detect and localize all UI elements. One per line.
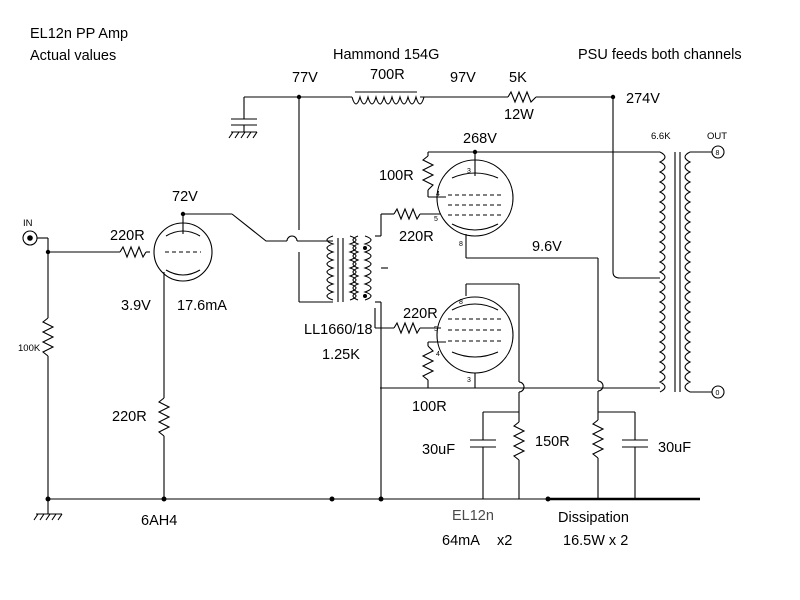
- interstage-transformer-impedance: 1.25K: [322, 347, 360, 363]
- psu-resistor-power: 12W: [504, 107, 534, 123]
- output-label: OUT: [707, 131, 727, 142]
- psu-mid-voltage: 97V: [450, 70, 476, 86]
- input-label: IN: [23, 218, 33, 229]
- output-tap-hi-label: 8: [716, 150, 720, 157]
- output-tube-label: EL12n: [452, 508, 494, 524]
- ground-bus: [45, 496, 700, 502]
- driver-cathode-resistor-label: 220R: [112, 409, 147, 425]
- interstage-transformer: [326, 235, 372, 302]
- output-transformer-impedance: 6.6K: [651, 131, 671, 142]
- top-pin-8: 8: [459, 241, 463, 248]
- dissipation-label: Dissipation: [558, 510, 629, 526]
- schematic-subtitle: Actual values: [30, 48, 116, 64]
- output-tube-current-mult: x2: [497, 533, 512, 549]
- cathode-network-right: [591, 404, 648, 499]
- bottom-grid-resistor-label: 220R: [403, 306, 438, 322]
- top-tube-wiring: [421, 149, 660, 404]
- output-tube-current: 64mA: [442, 533, 480, 549]
- psu-rail: [244, 94, 616, 100]
- interstage-transformer-name: LL1660/18: [304, 322, 373, 338]
- driver-tube-label: 6AH4: [141, 513, 177, 529]
- choke-model-label: Hammond 154G: [333, 47, 439, 63]
- bottom-pin-5: 5: [434, 326, 438, 333]
- top-anode-voltage: 268V: [463, 131, 497, 147]
- labels: EL12n PP Amp Actual values Hammond 154G …: [18, 26, 742, 549]
- interstage-feed: [298, 97, 333, 303]
- bottom-tube-wiring: [380, 283, 660, 404]
- bottom-output-tube: 8 5 4 3: [434, 296, 514, 384]
- input-grid-resistor-label: 220R: [110, 228, 145, 244]
- output-tap-lo-label: 0: [716, 390, 720, 397]
- top-grid-resistor-label: 220R: [399, 229, 434, 245]
- driver-anode-voltage: 72V: [172, 189, 198, 205]
- input-leak-resistor-label: 100K: [18, 343, 41, 354]
- cathode-resistor-label: 150R: [535, 434, 570, 450]
- input-wiring: [37, 237, 150, 499]
- output-terminal-8: 8: [711, 145, 725, 159]
- choke-inductor: [351, 91, 425, 105]
- psu-dropping-resistor: [507, 90, 537, 104]
- cathode-cap-left-label: 30uF: [422, 442, 455, 458]
- output-terminal-0: 0: [711, 385, 725, 399]
- psu-output-voltage: 274V: [626, 91, 660, 107]
- b-plus-to-ot: [612, 97, 660, 279]
- ground-symbol-left: [33, 499, 63, 521]
- top-g2-resistor-label: 100R: [379, 168, 414, 184]
- output-transformer: [658, 151, 712, 393]
- top-pin-3: 3: [467, 168, 471, 175]
- cathode-cap-right-label: 30uF: [658, 440, 691, 456]
- input-jack: [22, 230, 38, 246]
- driver-cathode-voltage: 3.9V: [121, 298, 151, 314]
- top-pin-5: 5: [434, 216, 438, 223]
- bottom-pin-8: 8: [459, 299, 463, 306]
- bottom-pin-4: 4: [436, 351, 440, 358]
- psu-filter-capacitor: [228, 97, 258, 139]
- dissipation-value: 16.5W x 2: [563, 533, 628, 549]
- schematic-title: EL12n PP Amp: [30, 26, 128, 42]
- driver-current: 17.6mA: [177, 298, 227, 314]
- psu-resistor-value: 5K: [509, 70, 527, 86]
- bottom-g2-resistor-label: 100R: [412, 399, 447, 415]
- bottom-pin-3: 3: [467, 377, 471, 384]
- choke-resistance: 700R: [370, 67, 405, 83]
- psu-note-label: PSU feeds both channels: [578, 47, 742, 63]
- output-cathode-voltage: 9.6V: [532, 239, 562, 255]
- cathode-network-left: [470, 404, 526, 499]
- psu-cap-voltage: 77V: [292, 70, 318, 86]
- driver-wiring: [157, 211, 333, 499]
- top-output-tube: 3 4 5 8: [434, 159, 514, 248]
- top-pin-4: 4: [436, 191, 440, 198]
